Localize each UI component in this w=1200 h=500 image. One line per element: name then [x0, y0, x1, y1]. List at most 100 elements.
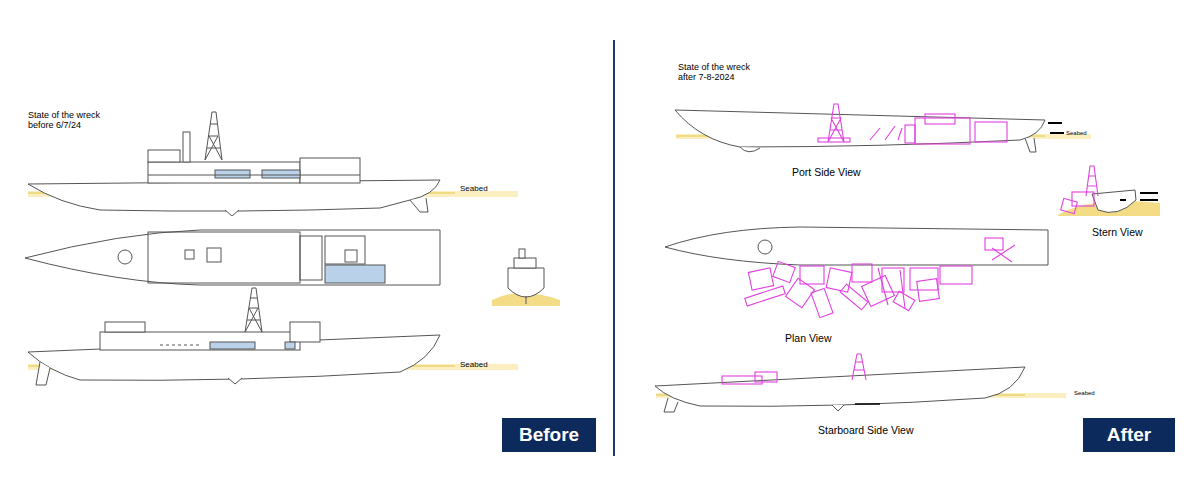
wreck-debris-part [800, 266, 824, 284]
ship-side-view-part [285, 342, 295, 349]
wreck-debris-part [755, 372, 777, 382]
stern-view-part [1140, 192, 1158, 194]
wreck-debris-part [773, 261, 795, 282]
wreck-debris-part [862, 276, 895, 307]
wreck-debris-part [915, 118, 970, 144]
ship-plan-view-part [758, 240, 772, 254]
stern-view [1058, 190, 1160, 216]
wreck-debris [818, 104, 1007, 144]
ship-side-view-part [290, 322, 320, 342]
view-label: Port Side View [792, 166, 912, 178]
panel-divider [613, 40, 615, 456]
wreck-debris-part [811, 288, 833, 317]
wreck-debris [745, 238, 1015, 318]
ship-side-view-part [183, 132, 190, 162]
stern-view-part [514, 258, 536, 268]
view-label: Starboard Side View [818, 424, 968, 436]
wreck-debris-part [852, 264, 872, 282]
ship-side-view-part [210, 342, 255, 349]
wreck-debris-part [748, 268, 773, 290]
seabed-label: Seabed [1066, 130, 1106, 137]
ship-side-view-part [1050, 132, 1064, 134]
wreck-debris-part [992, 248, 1012, 262]
ship-side-view-part [225, 210, 239, 216]
ship-plan-view-part [25, 230, 440, 285]
ship-side-view-part [410, 198, 428, 212]
badge-text: After [1107, 424, 1151, 446]
ship-plan-view-part [118, 250, 132, 264]
ship-side-view-part [148, 162, 300, 183]
stern-view [492, 249, 560, 306]
wreck-state-note: State of the wreck before 6/7/24 [28, 110, 112, 131]
wreck-debris-part [985, 238, 1003, 250]
ship-side-view [28, 288, 518, 385]
ship-side-view [28, 112, 518, 216]
ship-side-view-part [740, 147, 760, 152]
wreck-debris-part [885, 126, 895, 140]
wreck-debris-part [992, 245, 1015, 260]
ship-plan-view [665, 227, 1048, 265]
ship-side-view-part [675, 110, 1045, 147]
ship-side-view-part [262, 170, 300, 178]
ship-side-view [675, 110, 1091, 152]
ship-side-view-part [300, 158, 360, 183]
wreck-debris-part [722, 376, 762, 384]
panel-badge: Before [502, 418, 596, 452]
ship-side-view-part [105, 322, 145, 332]
wreck-debris-part [905, 125, 915, 143]
stern-view-part [508, 268, 544, 297]
badge-text: Before [519, 424, 579, 446]
stern-view-part [1120, 199, 1126, 201]
ship-side-view-part [36, 362, 50, 385]
wreck-debris-part [828, 104, 844, 142]
ship-plan-view-part [185, 250, 194, 259]
stern-view-part [519, 249, 525, 258]
stern-view-part [1092, 190, 1136, 212]
wreck-debris-part [852, 354, 866, 380]
wreck-debris [722, 354, 866, 384]
wreck-debris-part [878, 268, 888, 305]
ship-plan-view [25, 230, 440, 285]
wreck-debris-part [870, 128, 880, 140]
ship-side-view [655, 367, 1066, 412]
ship-side-view-part [1025, 138, 1036, 152]
wreck-debris-part [917, 279, 940, 302]
ship-side-view-part [100, 332, 300, 350]
wreck-debris-part [818, 138, 850, 142]
wreck-debris-part [840, 284, 868, 310]
ship-plan-view-part [325, 236, 365, 264]
ship-side-view-part [664, 398, 678, 412]
wreck-debris-part [925, 114, 955, 124]
ship-plan-view-part [207, 248, 221, 262]
wreck-state-note: State of the wreck after 7-8-2024 [678, 62, 770, 83]
seabed-label: Seabed [460, 360, 520, 369]
wreck-debris-part [898, 128, 902, 140]
ship-plan-view-part [148, 232, 300, 283]
ship-side-view-part [855, 403, 880, 405]
wreck-debris-part [975, 122, 1007, 142]
stern-view-part [1140, 199, 1158, 201]
ship-plan-view-part [345, 250, 357, 262]
wreck-debris-part [900, 270, 905, 308]
ship-side-view-part [1048, 122, 1062, 124]
ship-side-view-part [148, 175, 360, 176]
ship-side-view-part [228, 378, 242, 384]
wreck-debris-part [826, 268, 852, 292]
seabed-label: Seabed [1074, 390, 1114, 397]
ship-side-view-part [245, 288, 262, 332]
ship-side-view-part [160, 345, 200, 346]
stern-view-part [526, 296, 527, 304]
seabed-label: Seabed [460, 184, 520, 193]
wreck-debris-part [1061, 198, 1078, 213]
ship-side-view-part [832, 405, 844, 411]
ship-side-view-part [148, 150, 180, 162]
ship-side-view-part [28, 335, 440, 380]
ship-side-view-part [28, 180, 440, 211]
view-label: Stern View [1092, 226, 1182, 238]
wreck-debris-part [1072, 192, 1094, 206]
ship-side-view-part [205, 112, 222, 160]
wreck-debris [1061, 166, 1098, 214]
ship-plan-view-part [325, 265, 385, 283]
panel-badge: After [1083, 418, 1175, 452]
